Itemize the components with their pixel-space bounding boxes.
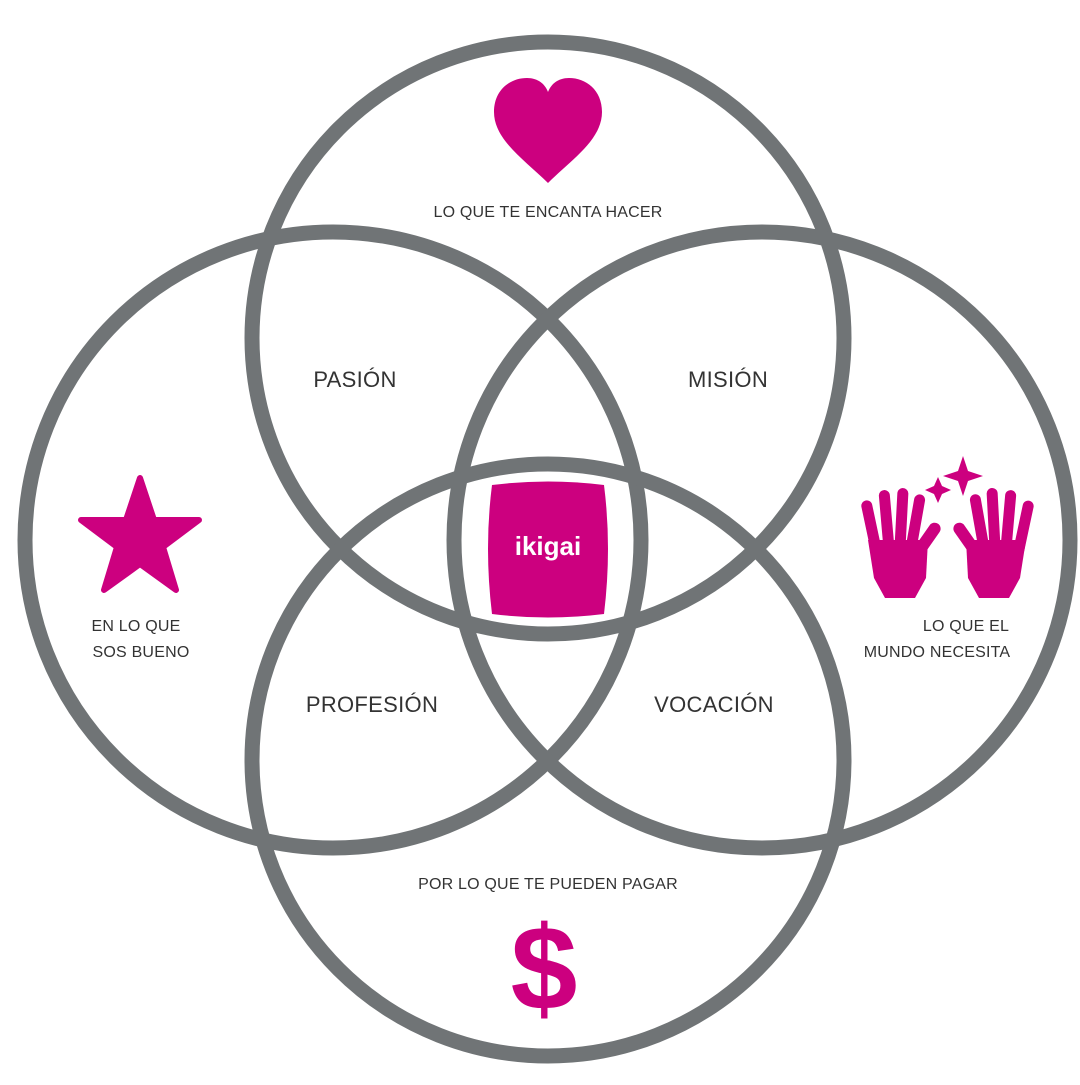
heart-icon <box>494 78 602 183</box>
star-icon <box>78 475 202 593</box>
label-mundo-necesita: MUNDO NECESITA <box>864 644 1011 661</box>
label-lo-que-el: LO QUE EL <box>923 618 1009 635</box>
label-profesion: PROFESIÓN <box>306 692 438 717</box>
sparkle-large-icon <box>943 456 983 496</box>
circle-left <box>17 224 649 856</box>
sparkle-small-icon <box>925 477 951 503</box>
circle-right <box>446 224 1078 856</box>
dollar-icon: $ <box>511 902 578 1036</box>
ikigai-center-shape <box>488 481 608 618</box>
hands-sparkle-icon <box>861 456 1034 598</box>
label-por-lo-que-te-pueden-pagar: POR LO QUE TE PUEDEN PAGAR <box>418 876 678 893</box>
circle-top <box>244 34 852 642</box>
ikigai-center: ikigai <box>488 481 608 618</box>
left-hand-icon <box>861 488 941 598</box>
label-pasion: PASIÓN <box>313 367 396 392</box>
label-sos-bueno: SOS BUENO <box>93 644 190 661</box>
ikigai-center-label: ikigai <box>515 531 581 561</box>
circle-bottom <box>244 456 852 1064</box>
label-lo-que-te-encanta-hacer: LO QUE TE ENCANTA HACER <box>434 204 663 221</box>
right-hand-icon <box>953 488 1034 598</box>
label-vocacion: VOCACIÓN <box>654 692 774 717</box>
label-mision: MISIÓN <box>688 367 768 392</box>
label-en-lo-que: EN LO QUE <box>92 618 181 635</box>
circle-rings <box>17 34 1078 1064</box>
